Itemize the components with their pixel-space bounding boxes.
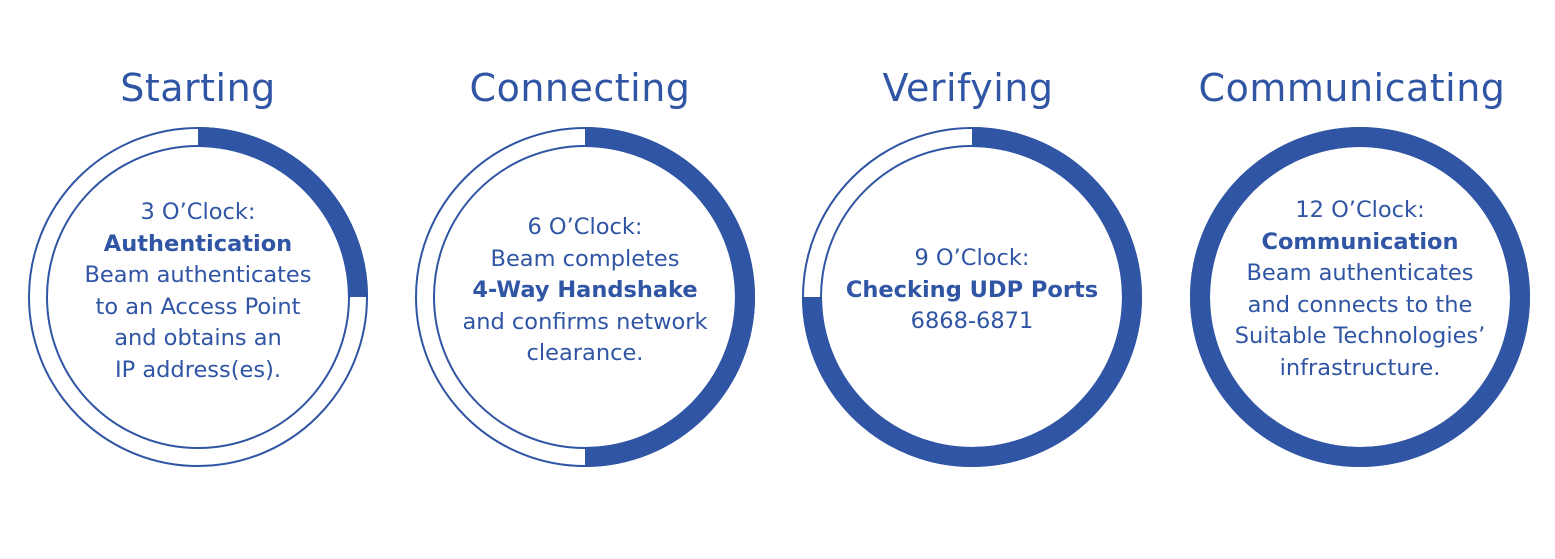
stage-description: 12 O’Clock: Communication Beam authentic… <box>1210 195 1510 384</box>
progress-ring-graphic <box>1190 127 1530 467</box>
description-line: to an Access Point <box>95 293 301 320</box>
description-line: infrastructure. <box>1279 354 1441 381</box>
description-line: 12 O’Clock: <box>1295 197 1425 223</box>
progress-ring-graphic <box>415 127 755 467</box>
stage-title: Verifying <box>882 66 1054 110</box>
stage-description: 3 O’Clock: Authentication Beam authentic… <box>48 197 348 386</box>
stage-title: Starting <box>120 66 276 110</box>
stage-description: 9 O’Clock: Checking UDP Ports 6868-6871 <box>822 243 1122 338</box>
description-line: Beam authenticates <box>84 262 312 288</box>
description-line: and confirms network <box>462 308 708 335</box>
description-line-bold: Communication <box>1261 228 1459 255</box>
progress-ring-graphic <box>802 127 1142 467</box>
description-line-bold: 4-Way Handshake <box>472 277 698 303</box>
description-line-bold: Authentication <box>103 230 293 257</box>
description-line: clearance. <box>526 340 644 366</box>
description-line: 3 O’Clock: <box>140 199 256 225</box>
progress-ring-graphic <box>28 127 368 467</box>
progress-ring: 6 O’Clock: Beam completes 4-Way Handshak… <box>415 127 755 467</box>
progress-arc <box>198 127 368 297</box>
progress-arc <box>585 127 755 467</box>
stage-title: Communicating <box>1198 66 1506 110</box>
description-line: Suitable Technologies’ <box>1234 323 1486 349</box>
description-line-bold: Checking UDP Ports <box>845 276 1099 303</box>
stage-title: Connecting <box>469 66 691 110</box>
progress-ring: 12 O’Clock: Communication Beam authentic… <box>1190 127 1530 467</box>
description-line: Beam completes <box>490 245 680 272</box>
description-line: IP address(es). <box>114 356 282 383</box>
stage-description: 6 O’Clock: Beam completes 4-Way Handshak… <box>435 212 735 370</box>
description-line: and connects to the <box>1247 291 1473 318</box>
description-line: 9 O’Clock: <box>914 245 1030 271</box>
description-line: 6868-6871 <box>910 308 1034 334</box>
progress-ring: 9 O’Clock: Checking UDP Ports 6868-6871 <box>802 127 1142 467</box>
description-line: and obtains an <box>114 325 282 351</box>
description-line: 6 O’Clock: <box>527 214 643 240</box>
progress-ring: 3 O’Clock: Authentication Beam authentic… <box>28 127 368 467</box>
description-line: Beam authenticates <box>1246 260 1474 286</box>
